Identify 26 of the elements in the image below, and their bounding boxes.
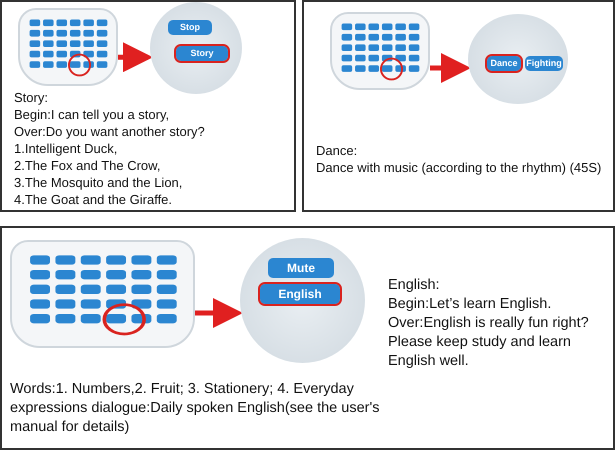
description-text: Over:English is really fun right? bbox=[388, 314, 590, 333]
highlighted-key-label: Dance bbox=[487, 56, 521, 71]
remote-control-picture bbox=[18, 8, 118, 86]
description-text: Begin:Let’s learn English. bbox=[388, 295, 552, 314]
description-text: 4.The Goat and the Giraffe. bbox=[14, 192, 174, 208]
description-text: Over:Do you want another story? bbox=[14, 124, 206, 140]
arrow bbox=[118, 42, 153, 72]
description-text: Please keep study and learn English well. bbox=[388, 333, 572, 371]
key-label: Stop bbox=[168, 20, 212, 35]
key-label: Mute bbox=[268, 258, 334, 278]
remote-control-picture bbox=[330, 12, 430, 90]
key-label: Fighting bbox=[525, 56, 563, 71]
description-text: Begin:I can tell you a story, bbox=[14, 107, 170, 123]
arrow bbox=[430, 53, 471, 83]
description-text: 3.The Mosquito and the Lion, bbox=[14, 175, 184, 191]
description-text: 1.Intelligent Duck, bbox=[14, 141, 118, 157]
remote-control-picture bbox=[10, 240, 195, 348]
highlighted-key-label: English bbox=[260, 284, 340, 304]
description-text: English: bbox=[388, 276, 441, 295]
description-text: Words:1. Numbers,2. Fruit; 3. Stationery; 4. Everyday expressions dialogue:Daily spoken English(see the user's manual for details) bbox=[10, 380, 381, 437]
description-text: Dance with music (according to the rhythm) (45S) bbox=[316, 160, 602, 176]
description-text: 2.The Fox and The Crow, bbox=[14, 158, 162, 174]
arrow bbox=[195, 298, 243, 328]
highlighted-key-label: Story bbox=[176, 46, 228, 61]
description-text: Dance: bbox=[316, 143, 358, 159]
description-text: Story: bbox=[14, 90, 49, 106]
